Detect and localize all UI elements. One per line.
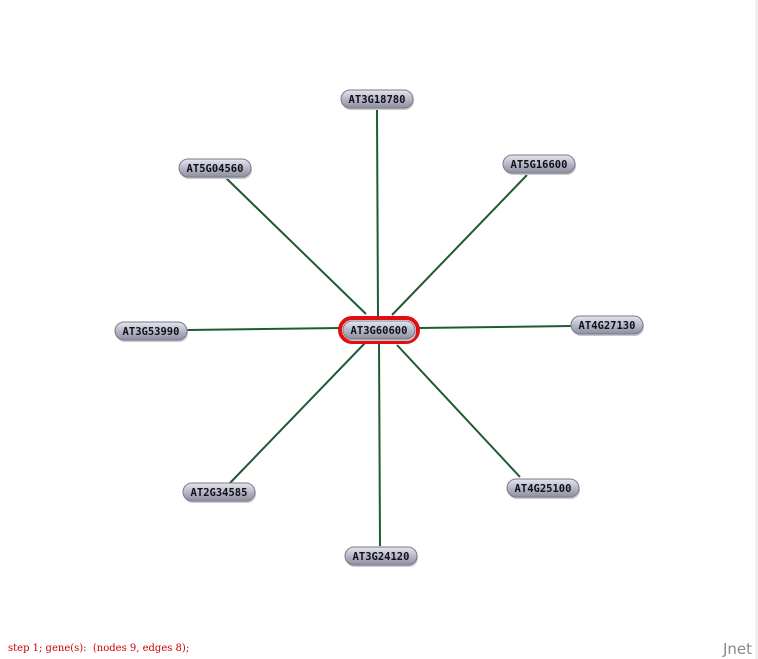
edge-at3g60600-at5g04560: [225, 177, 367, 315]
node-at3g24120[interactable]: AT3G24120: [344, 546, 418, 567]
edge-at3g60600-at4g27130: [417, 325, 573, 329]
node-at3g60600[interactable]: AT3G60600: [338, 316, 420, 344]
node-pill: [114, 321, 188, 341]
edge-at3g60600-at3g53990: [186, 327, 342, 331]
edges-layer: [186, 109, 573, 547]
edge-at3g60600-at3g24120: [378, 341, 381, 547]
node-at5g16600[interactable]: AT5G16600: [502, 154, 576, 175]
node-at3g53990[interactable]: AT3G53990: [114, 321, 188, 342]
node-at4g27130[interactable]: AT4G27130: [570, 315, 644, 336]
node-at2g34585[interactable]: AT2G34585: [182, 482, 256, 503]
node-label: AT2G34585: [191, 487, 248, 499]
brand-logo-text: Jnet: [722, 640, 752, 658]
node-label: AT3G60600: [351, 325, 408, 337]
node-at3g18780[interactable]: AT3G18780: [340, 89, 414, 110]
edge-at3g60600-at3g18780: [376, 109, 379, 320]
node-at4g25100[interactable]: AT4G25100: [506, 478, 580, 499]
edge-at3g60600-at4g25100: [396, 344, 521, 478]
node-pill: [506, 478, 580, 498]
node-pill: [570, 315, 644, 335]
node-label: AT5G16600: [511, 159, 568, 171]
node-pill: [178, 158, 252, 178]
node-label: AT5G04560: [187, 163, 244, 175]
selected-node-highlight: [338, 316, 420, 344]
node-at5g04560[interactable]: AT5G04560: [178, 158, 252, 179]
node-pill: [340, 89, 414, 109]
node-label: AT3G24120: [353, 551, 410, 563]
node-pill: [182, 482, 256, 502]
node-pill: [342, 320, 416, 340]
nodes-layer: AT3G18780AT5G16600AT4G27130AT4G25100AT3G…: [114, 89, 644, 567]
edge-at3g60600-at5g16600: [391, 174, 528, 316]
node-label: AT4G25100: [515, 483, 572, 495]
status-text: step 1; gene(s): (nodes 9, edges 8);: [8, 643, 190, 654]
node-pill: [344, 546, 418, 566]
window-right-border: [755, 0, 758, 659]
node-label: AT4G27130: [579, 320, 636, 332]
edge-at3g60600-at2g34585: [229, 342, 366, 484]
node-label: AT3G18780: [349, 94, 406, 106]
node-pill: [502, 154, 576, 174]
node-label: AT3G53990: [123, 326, 180, 338]
